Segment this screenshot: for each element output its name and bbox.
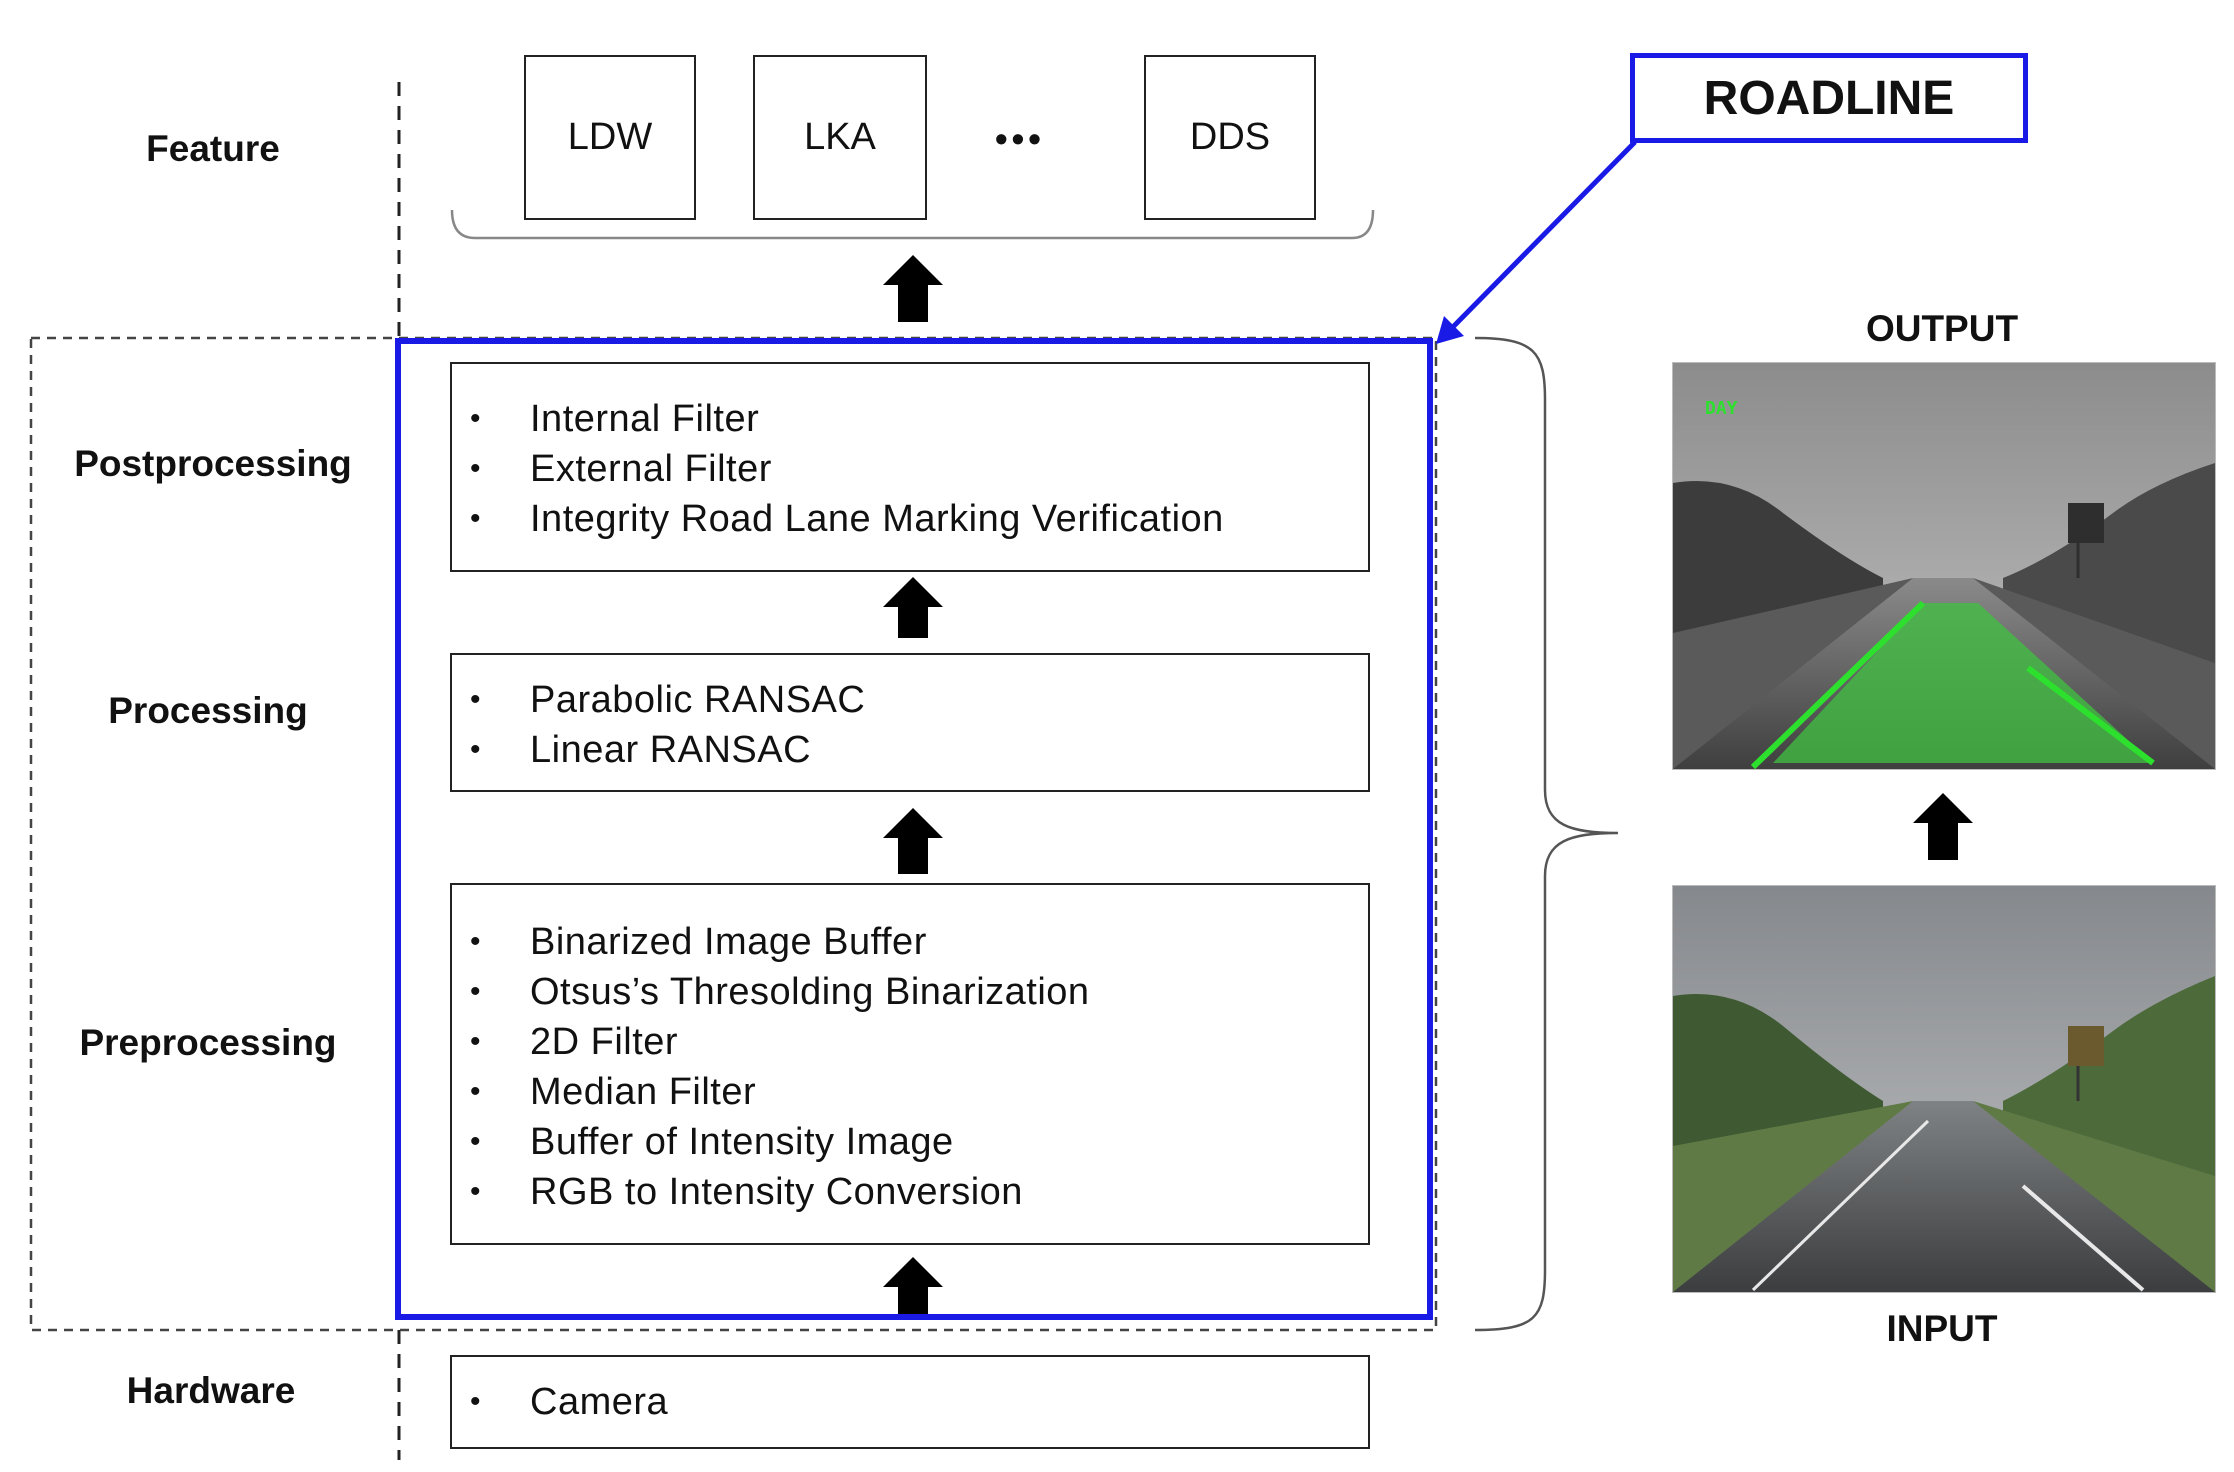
list-item: Camera (452, 1377, 1368, 1427)
list-item: Integrity Road Lane Marking Verification (452, 494, 1368, 544)
list-item: Otsus’s Thresolding Binarization (452, 967, 1368, 1017)
output-road-scene (1673, 363, 2215, 769)
postprocessing-list: Internal Filter External Filter Integrit… (452, 394, 1368, 544)
layer-label-preprocessing: Preprocessing (79, 1022, 337, 1063)
processing-box: Parabolic RANSAC Linear RANSAC (450, 653, 1370, 792)
preprocessing-list: Binarized Image Buffer Otsus’s Thresoldi… (452, 917, 1368, 1217)
processing-list: Parabolic RANSAC Linear RANSAC (452, 675, 1368, 775)
feature-box-dds: DDS (1144, 55, 1316, 220)
hardware-list: Camera (452, 1377, 1368, 1427)
arrow-to-preprocessing (883, 1257, 943, 1320)
layer-label-hardware: Hardware (126, 1370, 296, 1411)
list-item: Buffer of Intensity Image (452, 1117, 1368, 1167)
arrow-to-postprocessing (883, 577, 943, 638)
roadline-pointer-head (1436, 316, 1464, 344)
preprocessing-box: Binarized Image Buffer Otsus’s Thresoldi… (450, 883, 1370, 1245)
layer-label-postprocessing: Postprocessing (74, 443, 352, 484)
roadline-pointer-line (1446, 140, 1637, 334)
list-item: External Filter (452, 444, 1368, 494)
input-image (1672, 885, 2216, 1293)
input-label: INPUT (1886, 1308, 1998, 1349)
list-item: Linear RANSAC (452, 725, 1368, 775)
arrow-input-to-output (1913, 793, 1973, 860)
feature-box-ldw: LDW (524, 55, 696, 220)
output-label: OUTPUT (1865, 308, 2019, 349)
hardware-box: Camera (450, 1355, 1370, 1449)
roadline-frame (395, 338, 1433, 1320)
list-item: Internal Filter (452, 394, 1368, 444)
roadline-curly-brace (1474, 336, 1619, 1332)
arrow-to-processing (883, 808, 943, 874)
feature-ellipsis: ••• (995, 118, 1045, 159)
arrow-to-features (883, 255, 943, 322)
output-day-overlay: DAY (1705, 398, 1738, 419)
input-road-scene (1673, 886, 2215, 1292)
roadline-label: ROADLINE (1703, 71, 1955, 125)
feature-label-ldw: LDW (567, 116, 653, 158)
list-item: RGB to Intensity Conversion (452, 1167, 1368, 1217)
roadline-label-box: ROADLINE (1630, 53, 2028, 143)
layer-label-processing: Processing (108, 690, 308, 731)
list-item: Binarized Image Buffer (452, 917, 1368, 967)
feature-label-lka: LKA (804, 116, 876, 158)
block-arrows (883, 255, 1973, 1320)
feature-label-dds: DDS (1189, 116, 1271, 158)
output-image: DAY (1672, 362, 2216, 770)
list-item: 2D Filter (452, 1017, 1368, 1067)
feature-bracket (450, 209, 1375, 240)
layer-label-feature: Feature (146, 128, 280, 169)
postprocessing-box: Internal Filter External Filter Integrit… (450, 362, 1370, 572)
list-item: Parabolic RANSAC (452, 675, 1368, 725)
feature-box-lka: LKA (753, 55, 927, 220)
list-item: Median Filter (452, 1067, 1368, 1117)
